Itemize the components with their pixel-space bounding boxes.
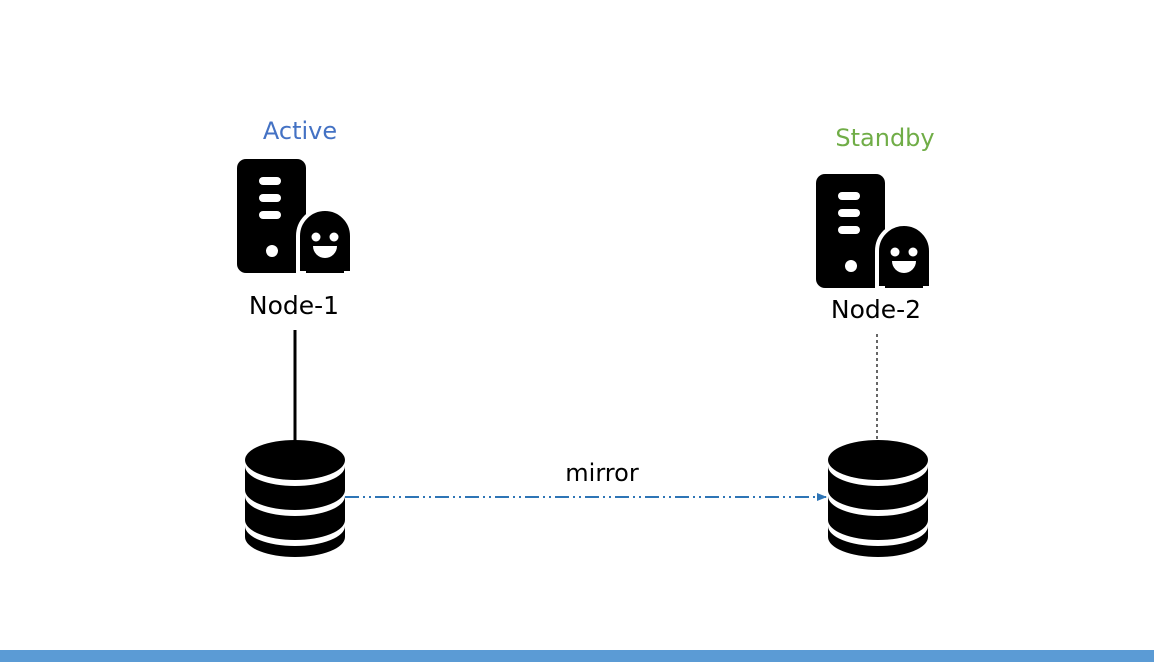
server-icon [814,172,933,290]
node-1-state-label: Active [262,117,338,145]
database-icon [828,440,928,557]
node-2-state-label: Standby [835,124,935,152]
server-icon [235,157,354,275]
node-2-name: Node-2 [830,295,922,324]
database-icon [245,440,345,557]
bottom-bar [0,650,1154,662]
node-1-name: Node-1 [248,291,340,320]
mirror-label: mirror [565,459,639,487]
